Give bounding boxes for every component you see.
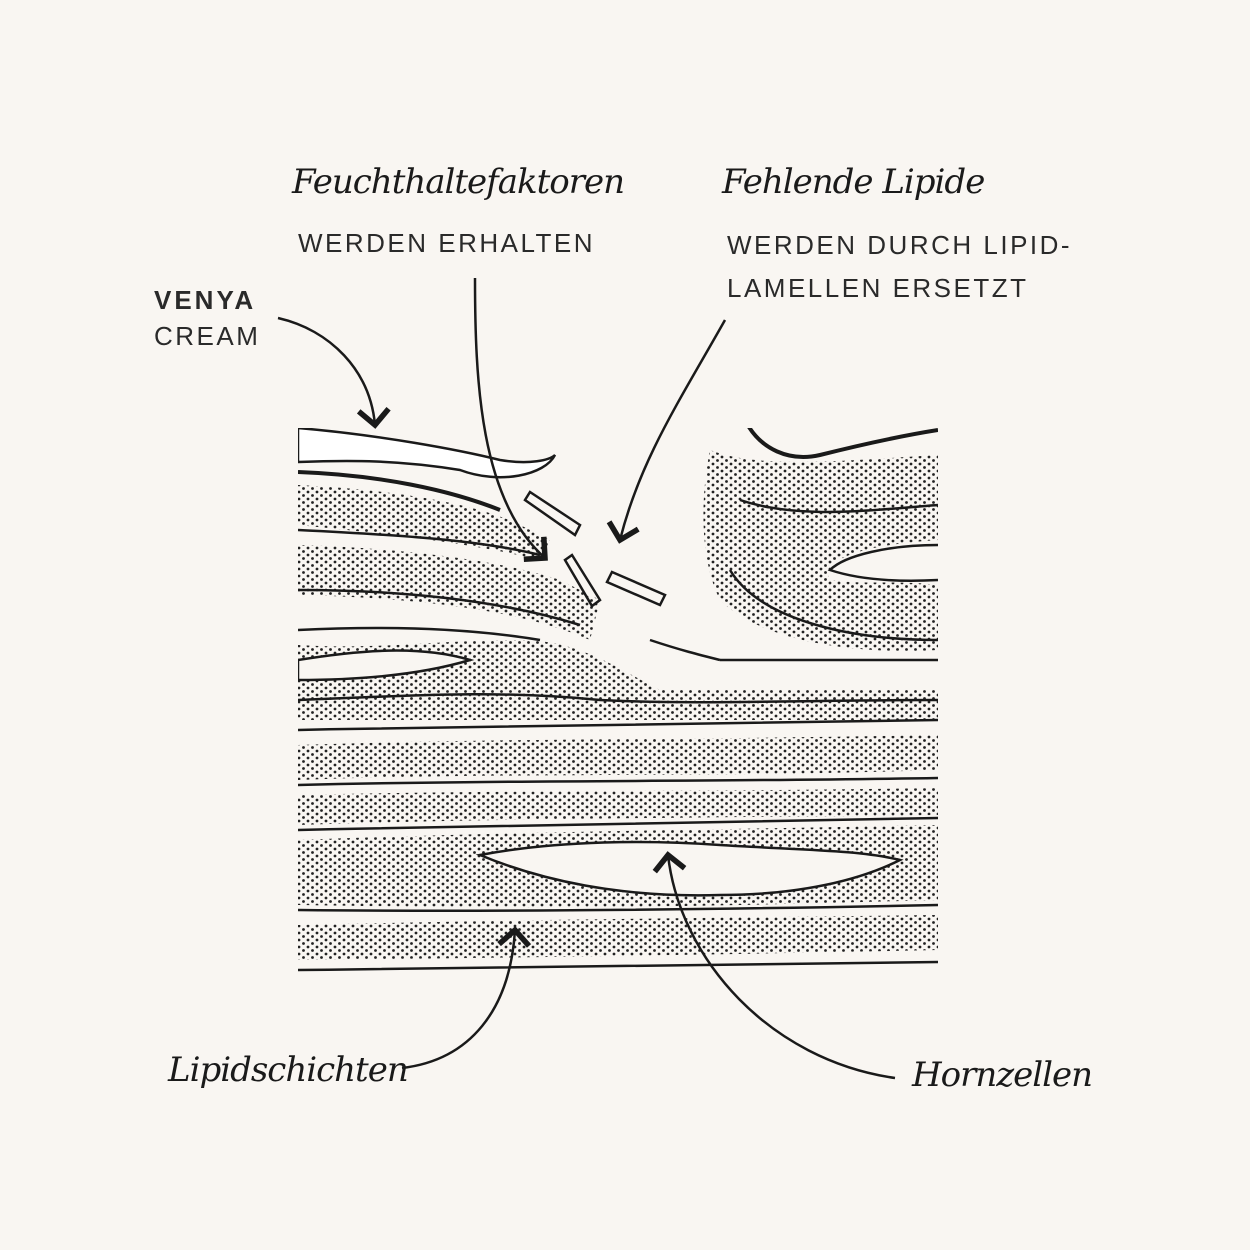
lipid-band bbox=[298, 485, 550, 560]
lipidschichten-label: Lipidschichten bbox=[168, 1050, 409, 1090]
annotation-arrows bbox=[277, 277, 896, 1080]
layer-line bbox=[298, 626, 541, 642]
lipide-subtitle-2: LAMELLEN ERSETZT bbox=[727, 273, 1029, 303]
layer-line bbox=[298, 960, 938, 972]
cream-label: CREAM bbox=[154, 321, 261, 351]
layer-line bbox=[298, 692, 938, 704]
lipid-fragment bbox=[563, 553, 602, 608]
arrow-lipidschichten bbox=[401, 926, 532, 1070]
layer-line bbox=[728, 569, 938, 642]
horn-cell bbox=[298, 649, 475, 682]
layer-line bbox=[298, 470, 501, 512]
lipide-title: Fehlende Lipide bbox=[722, 162, 985, 202]
layer-line bbox=[298, 528, 541, 557]
lipid-band bbox=[298, 545, 600, 640]
arrow-cream bbox=[277, 316, 391, 429]
layer-line bbox=[739, 498, 938, 514]
cream-layer bbox=[298, 428, 557, 479]
layer-line bbox=[298, 718, 938, 732]
lipid-band bbox=[298, 915, 938, 960]
lipid-fragment bbox=[523, 490, 582, 537]
horn-cell bbox=[475, 840, 904, 897]
hornzellen-label: Hornzellen bbox=[912, 1055, 1093, 1095]
lipid-band bbox=[298, 735, 938, 780]
feucht-subtitle: WERDEN ERHALTEN bbox=[298, 228, 596, 258]
layer-line bbox=[298, 816, 938, 832]
layer-line bbox=[747, 428, 938, 459]
layer-stack bbox=[298, 428, 938, 972]
layer-line bbox=[298, 903, 938, 913]
lipide-subtitle-1: WERDEN DURCH LIPID- bbox=[727, 230, 1073, 260]
lipid-fragment bbox=[605, 570, 667, 607]
layer-line bbox=[298, 588, 581, 627]
brand-name: VENYA bbox=[154, 285, 257, 315]
lipid-band bbox=[298, 788, 938, 825]
layer-line bbox=[649, 638, 721, 662]
horn-cell bbox=[827, 543, 938, 582]
arrow-feucht bbox=[473, 277, 548, 562]
arrow-hornzellen bbox=[652, 851, 896, 1080]
feucht-title: Feuchthaltefaktoren bbox=[292, 162, 625, 202]
lipid-band bbox=[703, 450, 938, 651]
arrow-lipide bbox=[606, 319, 727, 544]
layer-line bbox=[298, 776, 938, 787]
